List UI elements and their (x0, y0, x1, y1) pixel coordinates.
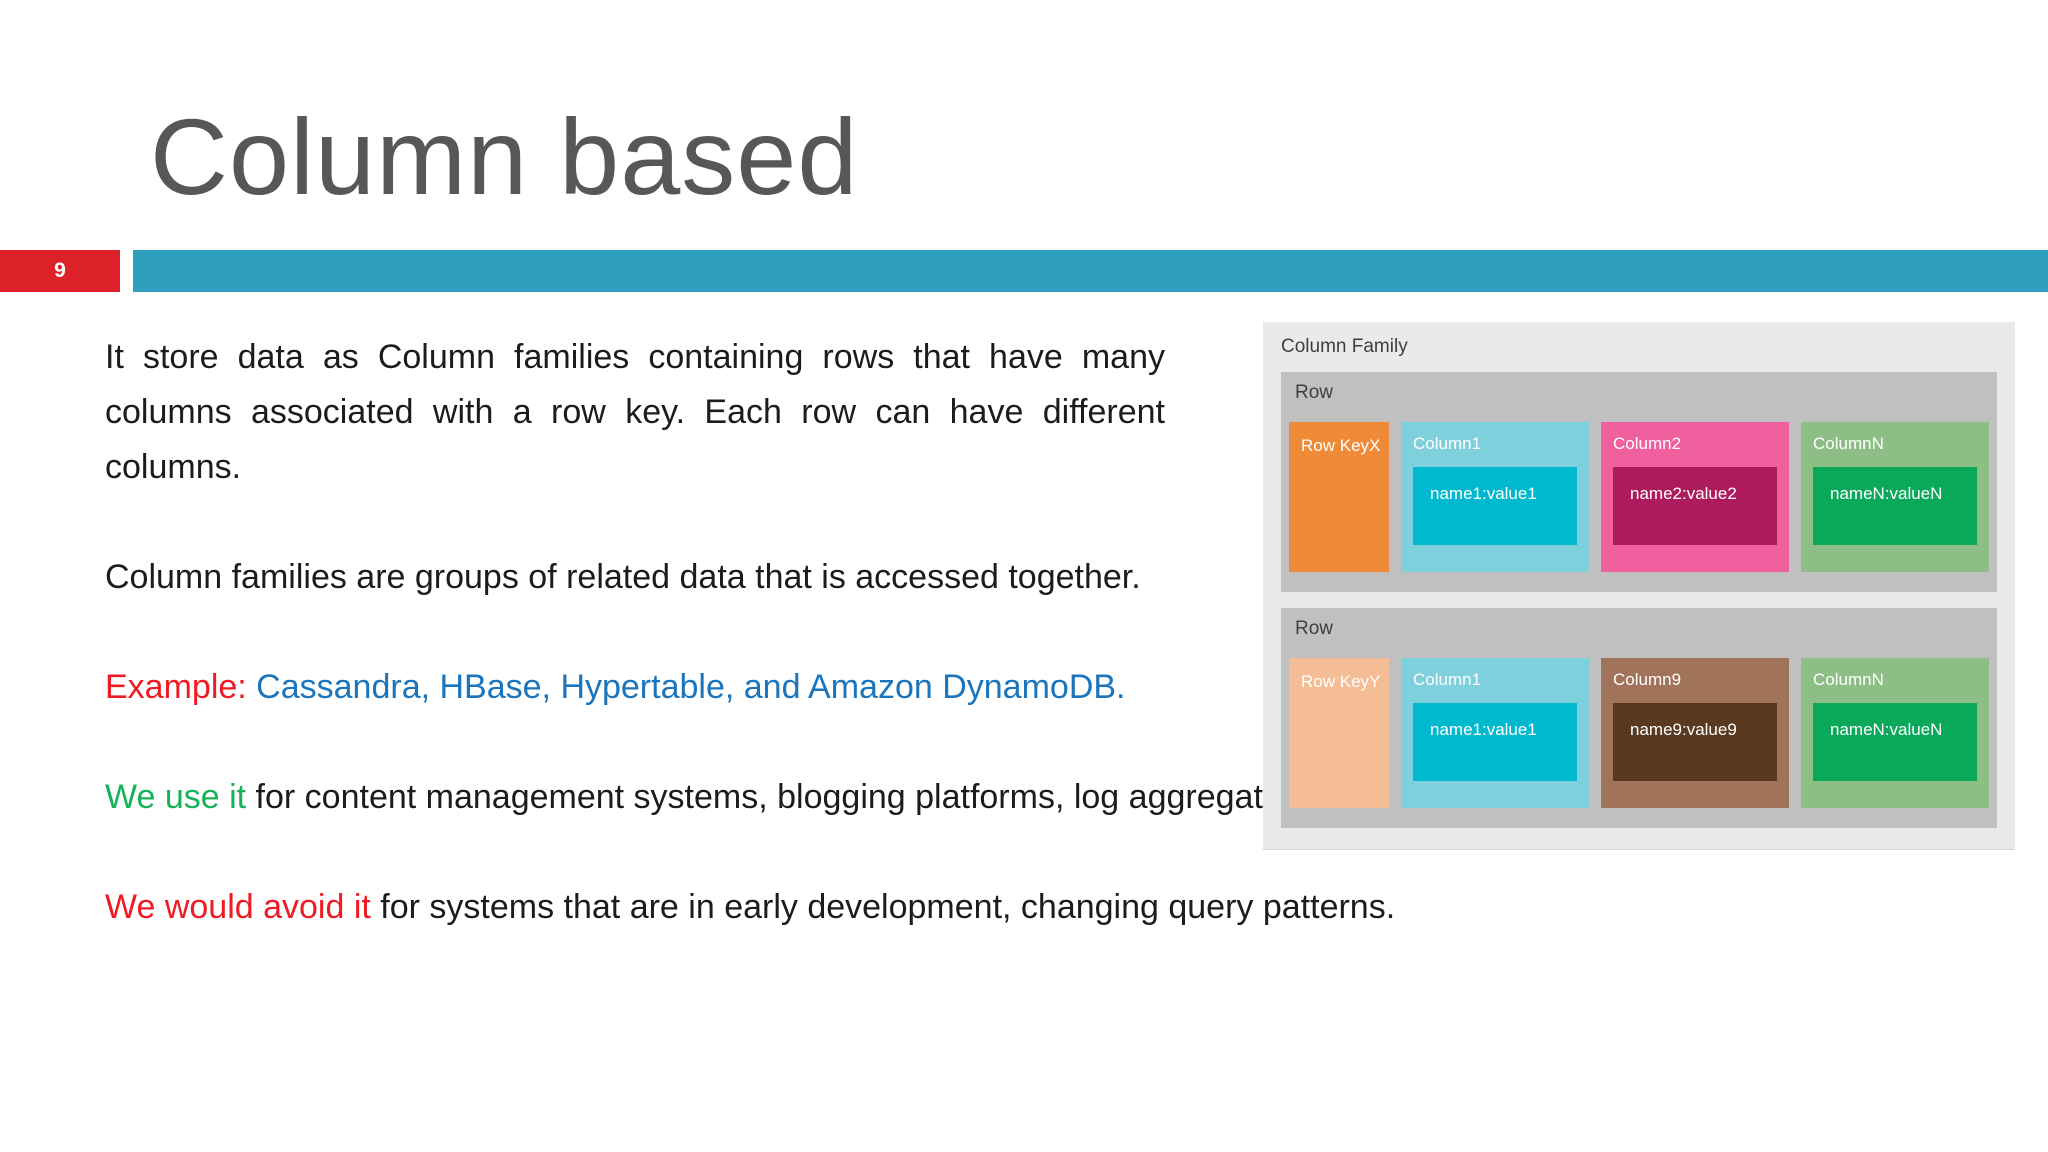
column-cell: Column2 name2:value2 (1601, 422, 1789, 572)
use-text: for content management systems, blogging… (246, 778, 1318, 816)
row-key-cell: Row KeyX (1289, 422, 1389, 572)
column-value: name1:value1 (1413, 467, 1577, 545)
diagram-row-1: Row Row KeyX Column1 name1:value1 Column… (1281, 372, 1997, 592)
column-value: nameN:valueN (1813, 703, 1977, 781)
column-family-diagram: Column Family Row Row KeyX Column1 name1… (1263, 322, 2015, 850)
column-label: ColumnN (1813, 434, 1884, 453)
slide-title: Column based (150, 96, 859, 217)
column-label: ColumnN (1813, 670, 1884, 689)
row-label: Row (1295, 382, 1334, 403)
column-value: nameN:valueN (1813, 467, 1977, 545)
column-value: name9:value9 (1613, 703, 1777, 781)
row-label: Row (1295, 618, 1334, 639)
column-value: name1:value1 (1413, 703, 1577, 781)
paragraph-example: Example: Cassandra, HBase, Hypertable, a… (105, 660, 1165, 715)
column-label: Column9 (1613, 670, 1682, 689)
row-key-cell: Row KeyY (1289, 658, 1389, 808)
paragraph-column-families: Column families are groups of related da… (105, 558, 1141, 596)
column-label: Column1 (1413, 434, 1482, 453)
page-number-badge: 9 (0, 250, 120, 292)
column-cell: ColumnN nameN:valueN (1801, 658, 1989, 808)
example-databases: Cassandra, HBase, Hypertable, and Amazon… (246, 668, 1126, 706)
slide-body: It store data as Column families contain… (105, 330, 1905, 990)
paragraph-intro: It store data as Column families contain… (105, 338, 1165, 486)
use-label: We use it (105, 778, 247, 816)
diagram-title: Column Family (1281, 336, 1408, 357)
row-cells: Row KeyY Column1 name1:value1 Column9 na… (1289, 658, 1989, 808)
column-cell: Column1 name1:value1 (1401, 658, 1589, 808)
example-label: Example: (105, 668, 247, 706)
column-cell: ColumnN nameN:valueN (1801, 422, 1989, 572)
paragraph-use: We use it for content management systems… (105, 770, 1905, 825)
accent-bar (133, 250, 2048, 292)
column-cell: Column9 name9:value9 (1601, 658, 1789, 808)
diagram-row-2: Row Row KeyY Column1 name1:value1 Column… (1281, 608, 1997, 828)
paragraph-avoid: We would avoid it for systems that are i… (105, 880, 1905, 935)
row-cells: Row KeyX Column1 name1:value1 Column2 na… (1289, 422, 1989, 572)
avoid-label: We would avoid it (105, 888, 371, 926)
column-label: Column1 (1413, 670, 1482, 689)
column-value: name2:value2 (1613, 467, 1777, 545)
avoid-text: for systems that are in early developmen… (370, 888, 1396, 926)
column-cell: Column1 name1:value1 (1401, 422, 1589, 572)
column-label: Column2 (1613, 434, 1682, 453)
